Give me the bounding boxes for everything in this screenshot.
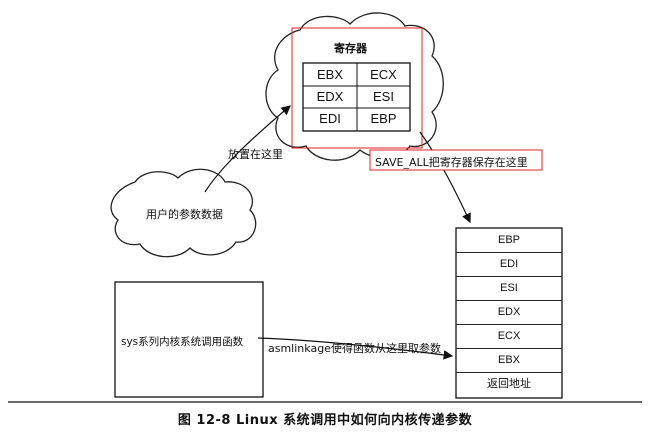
stack-frame	[455, 227, 563, 399]
register-cell: EBX	[316, 67, 343, 82]
stack-slot: ESI	[456, 276, 562, 301]
stack-slot-return-address: 返回地址	[487, 378, 531, 390]
arrow-put-here	[204, 105, 291, 193]
param-cloud-shape	[110, 168, 257, 258]
register-cloud-highlight	[291, 27, 423, 149]
save-all-highlight	[369, 149, 543, 171]
param-cloud-label: 用户的参数数据	[146, 208, 223, 221]
figure-caption: 图 12-8 Linux 系统调用中如何向内核传递参数	[177, 413, 473, 428]
arrow-save-all	[419, 131, 471, 224]
stack-slot: ECX	[456, 324, 562, 349]
register-cloud-title: 寄存器	[334, 42, 367, 55]
register-cell: EDI	[319, 111, 341, 126]
stack-slot: EDI	[456, 252, 562, 277]
stack-slot: EDX	[456, 300, 562, 325]
register-cell: EBP	[370, 111, 397, 126]
put-here-label: 放置在这里	[228, 148, 283, 161]
register-cell: ESI	[373, 89, 394, 104]
stack-slot: EBP	[456, 228, 562, 253]
asmlinkage-label: asmlinkage使得函数从这里取参数	[268, 342, 441, 355]
register-cloud-shape	[265, 12, 444, 161]
sys-function-label: sys系列内核系统调用函数	[121, 336, 244, 348]
arrow-asmlinkage	[257, 337, 454, 360]
stack-slot: EBX	[456, 348, 562, 373]
register-cell: EDX	[316, 89, 344, 104]
sys-function-box	[114, 281, 264, 398]
save-all-label: SAVE_ALL把寄存器保存在这里	[375, 156, 528, 169]
register-cell: ECX	[370, 67, 397, 82]
